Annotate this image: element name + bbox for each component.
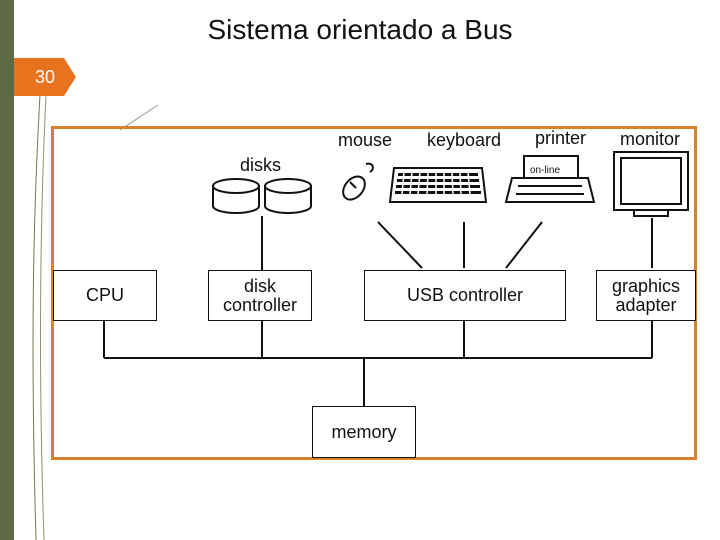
- printer-label: printer: [535, 128, 587, 148]
- monitor-label: monitor: [620, 129, 681, 149]
- mouse-icon: [342, 162, 374, 201]
- monitor-icon: [613, 151, 689, 217]
- memory-box: memory: [312, 406, 416, 458]
- mouse-label: mouse: [338, 130, 393, 150]
- usb-controller-box: USB controller: [364, 270, 566, 321]
- disk-controller-box: disk controller: [208, 270, 312, 321]
- disks-label: disks: [240, 155, 282, 175]
- disks-icon: [212, 178, 312, 214]
- cpu-box: CPU: [53, 270, 157, 321]
- keyboard-label: keyboard: [427, 130, 502, 150]
- printer-screen-label: on-line: [530, 165, 561, 176]
- page-number: 30: [34, 67, 56, 87]
- sidebar-bar: [0, 0, 14, 540]
- graphics-adapter-box: graphics adapter: [596, 270, 696, 321]
- keyboard-icon: [388, 167, 488, 203]
- page-number-badge: [14, 58, 76, 96]
- printer-icon: [504, 155, 596, 203]
- slide-title: Sistema orientado a Bus: [207, 14, 513, 45]
